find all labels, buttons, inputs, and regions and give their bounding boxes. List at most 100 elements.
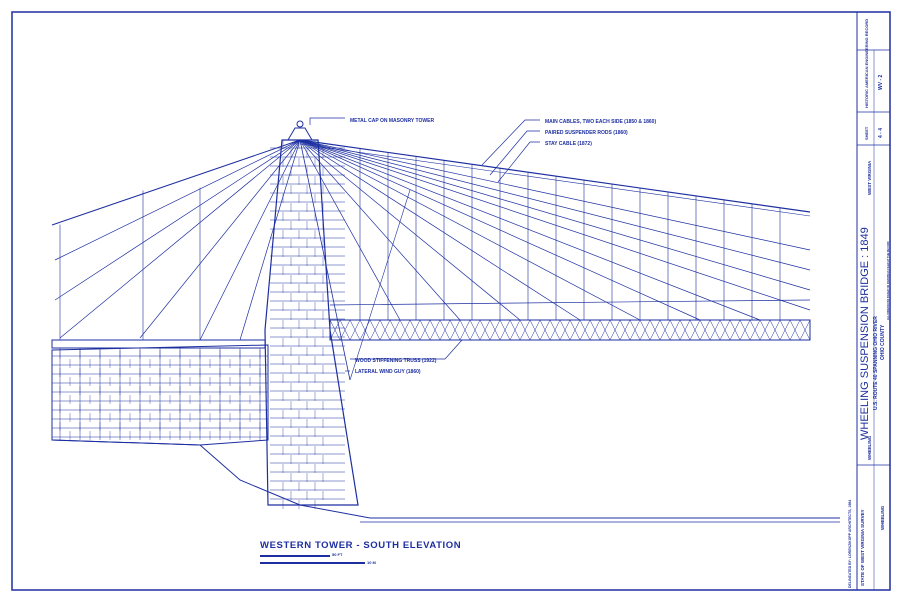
stay-cable-left xyxy=(59,139,301,339)
stay-cable-left xyxy=(239,139,301,341)
truss-diagonal xyxy=(729,319,741,341)
sheet-border xyxy=(11,11,891,591)
truss-diagonal xyxy=(769,319,781,341)
truss-diagonal xyxy=(689,319,701,341)
stay-cable-left xyxy=(199,139,301,341)
main-cable-left xyxy=(51,139,301,226)
callout-stiffening-truss: WOOD STIFFENING TRUSS (1922) xyxy=(355,358,437,364)
stay-cable xyxy=(299,139,761,321)
metal-cap xyxy=(287,127,313,141)
truss-diagonal xyxy=(569,319,581,341)
truss-diagonal xyxy=(489,319,501,341)
bridge-title: WHEELING SUSPENSION BRIDGE : 1849 xyxy=(859,227,871,440)
stay-cable xyxy=(299,139,811,271)
truss-diagonal xyxy=(659,319,671,341)
truss-diagonal xyxy=(759,319,771,341)
left-abutment xyxy=(51,344,269,446)
stiffening-truss xyxy=(329,319,811,341)
truss-diagonal xyxy=(499,319,511,341)
truss-diagonal xyxy=(389,319,401,341)
footnote: ALL DIMENSIONS BASED ON DRAWINGS FILED A… xyxy=(887,241,890,320)
state-label: WEST VIRGINIA xyxy=(867,160,872,195)
truss-diagonal xyxy=(789,319,801,341)
main-cable-right xyxy=(299,143,811,217)
delineated-by: DELINEATED BY: LORENZ/KOPP ARCHITECTS, 1… xyxy=(848,500,852,588)
truss-diagonal xyxy=(509,319,521,341)
truss-diagonal xyxy=(679,319,691,341)
truss-diagonal xyxy=(449,319,461,341)
truss-diagonal xyxy=(519,319,531,341)
record-number: WV - 2 xyxy=(878,75,884,90)
title-block: HISTORIC AMERICAN ENGINEERING RECORD WV … xyxy=(848,12,890,590)
route-label: U.S. ROUTE 40 SPANNING OHIO RIVER xyxy=(873,316,879,410)
lateral-wind-guy xyxy=(349,189,411,381)
truss-diagonal xyxy=(799,319,811,341)
truss-diagonal xyxy=(529,319,541,341)
truss-diagonal xyxy=(399,319,411,341)
truss-diagonal xyxy=(609,319,621,341)
city-label: WHEELING xyxy=(867,435,872,460)
truss-diagonal xyxy=(779,319,791,341)
truss-diagonal xyxy=(409,319,421,341)
stay-cable-left xyxy=(54,139,301,301)
truss-diagonal xyxy=(479,319,491,341)
truss-diagonal xyxy=(539,319,551,341)
truss-diagonal xyxy=(359,319,371,341)
truss-diagonal xyxy=(699,319,711,341)
callout-suspender-rods: PAIRED SUSPENDER RODS (1860) xyxy=(545,130,628,136)
stay-cable xyxy=(299,139,641,321)
survey-label: STATE OF WEST VIRGINIA SURVEY xyxy=(860,509,865,586)
stay-cable xyxy=(299,139,521,321)
callout-metal-cap: METAL CAP ON MASONRY TOWER xyxy=(350,118,434,124)
stay-cable xyxy=(299,139,811,311)
sheet-label: SHEET xyxy=(864,126,869,140)
city-label-2: WHEELING xyxy=(880,505,885,530)
truss-diagonal xyxy=(649,319,661,341)
stay-cable-left xyxy=(139,139,301,339)
truss-diagonal xyxy=(629,319,641,341)
main-cable-right xyxy=(299,139,811,213)
truss-diagonal xyxy=(559,319,571,341)
scale-m-label: 10 M xyxy=(367,560,377,565)
truss-diagonal xyxy=(349,319,361,341)
sheet-number: 4 - 4 xyxy=(878,128,884,138)
lateral-wind-guy xyxy=(299,139,351,381)
left-deck xyxy=(51,339,266,349)
scale-ft-label: 50 FT xyxy=(332,552,343,557)
bridge-elevation xyxy=(51,120,840,523)
lateral-wind-guy xyxy=(329,299,811,306)
truss-diagonal xyxy=(379,319,391,341)
stay-cable xyxy=(299,139,701,321)
truss-diagonal xyxy=(749,319,761,341)
callout-wind-guy: LATERAL WIND GUY (1860) xyxy=(355,369,421,375)
scale-bar: 50 FT 10 M xyxy=(260,552,377,565)
truss-diagonal xyxy=(719,319,731,341)
callout-stay-cable: STAY CABLE (1872) xyxy=(545,141,592,147)
truss-diagonal xyxy=(459,319,471,341)
truss-diagonal xyxy=(579,319,591,341)
stay-cable xyxy=(299,139,811,291)
cap-finial xyxy=(296,120,304,128)
truss-diagonal xyxy=(639,319,651,341)
truss-diagonal xyxy=(439,319,451,341)
callouts: METAL CAP ON MASONRY TOWER MAIN CABLES, … xyxy=(309,117,656,375)
agency-label: HISTORIC AMERICAN ENGINEERING RECORD xyxy=(864,19,869,108)
stay-cable xyxy=(299,139,811,251)
truss-diagonal xyxy=(589,319,601,341)
stay-cable xyxy=(299,139,461,321)
drawing-title: WESTERN TOWER - SOUTH ELEVATION xyxy=(260,540,461,551)
stay-cable xyxy=(299,139,581,321)
truss-diagonal xyxy=(419,319,431,341)
truss-diagonal xyxy=(709,319,721,341)
truss-diagonal xyxy=(429,319,441,341)
county-label: OHIO COUNTY xyxy=(880,324,886,360)
masonry-tower xyxy=(264,139,359,506)
truss-diagonal xyxy=(549,319,561,341)
stay-cable-left xyxy=(54,139,301,261)
truss-diagonal xyxy=(469,319,481,341)
callout-main-cables: MAIN CABLES, TWO EACH SIDE (1850 & 1860) xyxy=(545,119,656,125)
truss-diagonal xyxy=(619,319,631,341)
truss-diagonal xyxy=(739,319,751,341)
truss-diagonal xyxy=(339,319,351,341)
